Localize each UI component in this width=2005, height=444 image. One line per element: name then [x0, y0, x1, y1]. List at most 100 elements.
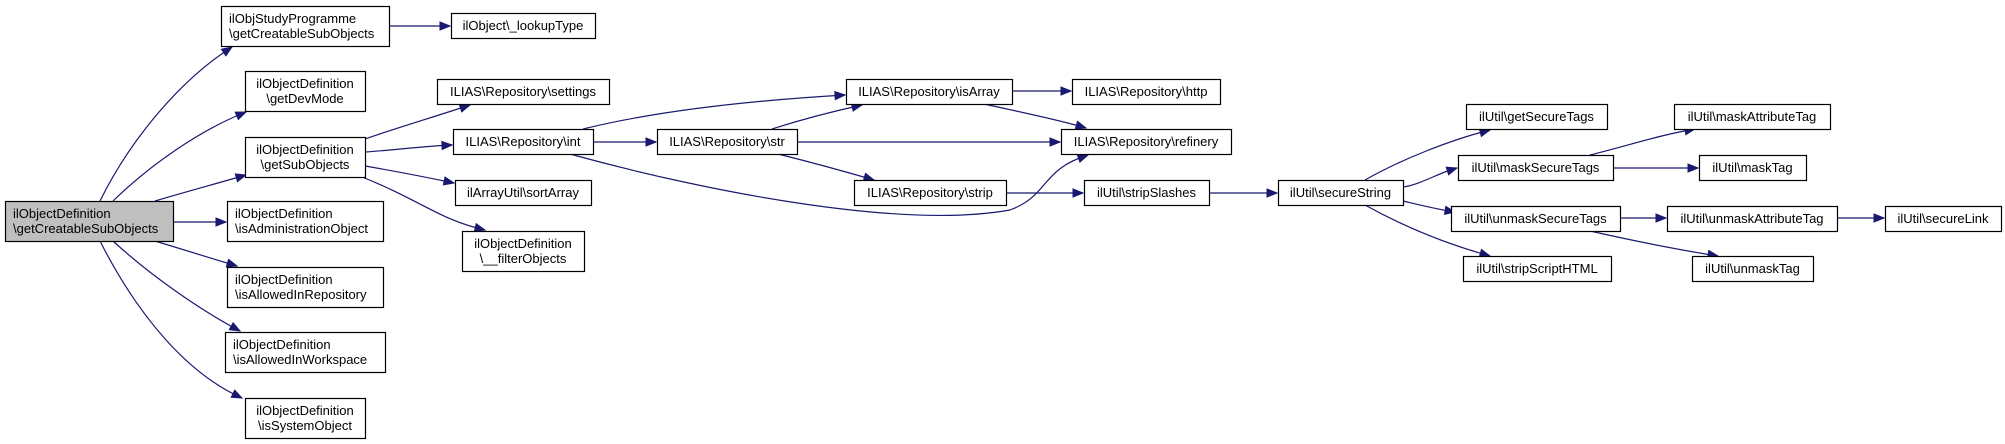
- node-label: ilObjectDefinition: [256, 403, 354, 418]
- edge-line: [569, 153, 1089, 216]
- edge-unmaskAttributeTag-to-secureLink: [1837, 213, 1886, 223]
- edge-line: [1589, 230, 1719, 257]
- edge-maskSecureTags-to-maskAttributeTag: [1589, 126, 1697, 156]
- node-getSecureTags[interactable]: ilUtil\getSecureTags: [1465, 103, 1609, 131]
- edge-line: [99, 46, 233, 202]
- node-box: [1071, 78, 1222, 106]
- edge-line: [1364, 129, 1491, 181]
- edge-root-to-isAllowedRepo: [154, 240, 239, 268]
- edge-getSubObjects-to-int: [364, 140, 454, 153]
- node-unmaskSecureTags[interactable]: ilUtil\unmaskSecureTags: [1450, 205, 1622, 233]
- node-refinery[interactable]: ILIAS\Repository\refinery: [1060, 128, 1233, 156]
- edge-root-to-isAdmin: [173, 217, 228, 227]
- edge-unmaskSecureTags-to-unmaskAttributeTag: [1620, 213, 1668, 223]
- node-getDevMode[interactable]: ilObjectDefinition\getDevMode: [244, 70, 367, 113]
- node-box: [244, 397, 367, 440]
- node-box: [1698, 154, 1808, 182]
- node-isSystem[interactable]: ilObjectDefinition\isSystemObject: [244, 397, 367, 440]
- node-box: [853, 179, 1008, 207]
- edge-secureString-to-getSecureTags: [1364, 128, 1492, 181]
- node-isAdmin[interactable]: ilObjectDefinition\isAdministrationObjec…: [226, 200, 385, 243]
- node-secureString[interactable]: ilUtil\secureString: [1277, 179, 1405, 207]
- edge-isArray-to-refinery: [983, 103, 1088, 130]
- node-label: ilObjectDefinition: [474, 236, 572, 251]
- node-label: ilUtil\maskSecureTags: [1472, 160, 1600, 175]
- node-label: ilArrayUtil\sortArray: [467, 185, 579, 200]
- node-secureLink[interactable]: ilUtil\secureLink: [1884, 205, 2003, 233]
- node-box: [1884, 205, 2003, 233]
- arrowhead-icon: [1266, 188, 1279, 198]
- node-unmaskTag[interactable]: ilUtil\unmaskTag: [1691, 255, 1815, 283]
- edge-line: [99, 240, 243, 399]
- node-label: ilUtil\unmaskSecureTags: [1464, 211, 1607, 226]
- edges-layer: [99, 21, 1886, 399]
- node-maskSecureTags[interactable]: ilUtil\maskSecureTags: [1457, 154, 1615, 182]
- node-box: [1462, 255, 1613, 283]
- edge-root-to-isAllowedWs: [112, 240, 242, 332]
- edge-secureString-to-unmaskSecureTags: [1402, 200, 1457, 216]
- edge-stripSlashes-to-secureString: [1209, 188, 1279, 198]
- edge-str-to-isArray: [771, 102, 864, 130]
- node-label: \getCreatableSubObjects: [229, 26, 375, 41]
- node-maskAttributeTag[interactable]: ilUtil\maskAttributeTag: [1673, 103, 1832, 131]
- node-box: [1060, 128, 1233, 156]
- arrowhead-icon: [225, 258, 239, 268]
- edge-line: [364, 165, 455, 184]
- edge-line: [154, 240, 238, 267]
- edge-maskSecureTags-to-maskTag: [1613, 163, 1700, 173]
- node-studyprog[interactable]: ilObjStudyProgramme\getCreatableSubObjec…: [220, 5, 391, 48]
- node-strip[interactable]: ILIAS\Repository\strip: [853, 179, 1008, 207]
- node-sortArray[interactable]: ilArrayUtil\sortArray: [454, 179, 593, 207]
- node-lookupType[interactable]: ilObject\_lookupType: [450, 12, 597, 40]
- node-box: [1450, 205, 1622, 233]
- node-http[interactable]: ILIAS\Repository\http: [1071, 78, 1222, 106]
- node-getSubObjects[interactable]: ilObjectDefinition\getSubObjects: [244, 136, 367, 179]
- node-label: ILIAS\Repository\isArray: [858, 84, 1000, 99]
- node-isAllowedRepo[interactable]: ilObjectDefinition\isAllowedInRepository: [226, 266, 385, 309]
- edge-line: [364, 144, 453, 153]
- node-label: ilUtil\stripScriptHTML: [1476, 261, 1597, 276]
- edge-int-to-refinery: [569, 153, 1090, 216]
- node-box: [244, 136, 367, 179]
- edge-line: [582, 94, 846, 130]
- node-label: ilObjectDefinition: [235, 206, 333, 221]
- node-box: [452, 128, 595, 156]
- node-label: ilUtil\getSecureTags: [1479, 109, 1594, 124]
- arrowhead-icon: [215, 217, 228, 227]
- node-box: [1666, 205, 1839, 233]
- arrowhead-icon: [834, 90, 847, 101]
- node-label: ILIAS\Repository\http: [1085, 84, 1208, 99]
- node-filterObjects[interactable]: ilObjectDefinition\__filterObjects: [461, 230, 586, 273]
- node-str[interactable]: ILIAS\Repository\str: [656, 128, 799, 156]
- arrowhead-icon: [228, 321, 242, 332]
- node-stripScriptHTML[interactable]: ilUtil\stripScriptHTML: [1462, 255, 1613, 283]
- node-label: ILIAS\Repository\settings: [450, 84, 596, 99]
- node-isArray[interactable]: ILIAS\Repository\isArray: [845, 78, 1014, 106]
- arrowhead-icon: [439, 21, 452, 31]
- edge-line: [1364, 204, 1491, 257]
- node-isAllowedWs[interactable]: ilObjectDefinition\isAllowedInWorkspace: [224, 331, 387, 374]
- node-label: \getCreatableSubObjects: [13, 221, 159, 236]
- node-label: ilUtil\secureString: [1290, 185, 1391, 200]
- node-label: \getDevMode: [266, 91, 343, 106]
- node-settings[interactable]: ILIAS\Repository\settings: [436, 78, 611, 106]
- node-unmaskAttributeTag[interactable]: ilUtil\unmaskAttributeTag: [1666, 205, 1839, 233]
- arrowhead-icon: [1445, 166, 1459, 176]
- node-stripSlashes[interactable]: ilUtil\stripSlashes: [1083, 179, 1211, 207]
- root-node[interactable]: ilObjectDefinition\getCreatableSubObject…: [4, 200, 175, 243]
- node-box: [4, 200, 175, 243]
- edge-line: [112, 111, 247, 202]
- edge-secureString-to-maskSecureTags: [1402, 166, 1459, 188]
- edge-line: [1589, 128, 1696, 156]
- node-maskTag[interactable]: ilUtil\maskTag: [1698, 154, 1808, 182]
- node-box: [1277, 179, 1405, 207]
- node-box: [845, 78, 1014, 106]
- node-int[interactable]: ILIAS\Repository\int: [452, 128, 595, 156]
- edge-line: [777, 153, 875, 181]
- arrowhead-icon: [645, 137, 658, 147]
- arrowhead-icon: [1655, 213, 1668, 223]
- node-box: [1465, 103, 1609, 131]
- node-box: [1457, 154, 1615, 182]
- node-box: [1673, 103, 1832, 131]
